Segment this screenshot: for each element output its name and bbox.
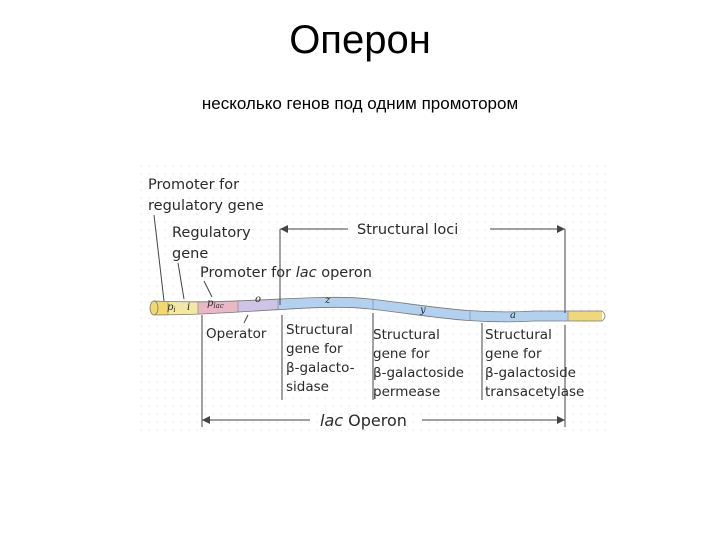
label-z-4: sidase (286, 379, 329, 395)
label-structural-loci: Structural loci (357, 222, 458, 238)
label-regulatory-gene-1: Regulatory (172, 225, 251, 241)
gene-letter-y: y (419, 305, 426, 316)
label-lac-operon: lac Operon (320, 411, 407, 430)
label-a-4: transacetylase (485, 384, 584, 400)
label-promoter-regulatory-1: Promoter for (148, 177, 239, 193)
label-z-3: β-galacto- (286, 360, 355, 376)
label-a-2: gene for (485, 346, 542, 362)
label-y-2: gene for (373, 346, 430, 362)
label-y-4: permease (373, 384, 440, 400)
label-z-2: gene for (286, 341, 343, 357)
label-a-3: β-galactoside (485, 365, 576, 381)
slide-subtitle: несколько генов под одним промотором (201, 94, 519, 113)
label-y-1: Structural (373, 327, 440, 343)
gene-letter-i: i (187, 302, 190, 313)
label-a-1: Structural (485, 327, 552, 343)
lac-operon-diagram: pi i plac o z y a Promoter for regulator… (140, 165, 610, 435)
gene-letter-a: a (510, 310, 516, 321)
label-regulatory-gene-2: gene (172, 246, 208, 262)
slide-title: Оперон (289, 18, 431, 62)
gene-letter-plac: plac (207, 298, 224, 310)
label-z-1: Structural (286, 322, 353, 338)
label-promoter-regulatory-2: regulatory gene (148, 198, 264, 214)
gene-letter-pi: pi (167, 302, 176, 314)
gene-letter-z: z (324, 295, 331, 306)
gene-letter-o: o (255, 294, 261, 305)
label-y-3: β-galactoside (373, 365, 464, 381)
label-operator: Operator (206, 326, 267, 342)
label-promoter-lac: Promoter for lac operon (200, 265, 372, 281)
dna-end-cap (149, 300, 159, 316)
